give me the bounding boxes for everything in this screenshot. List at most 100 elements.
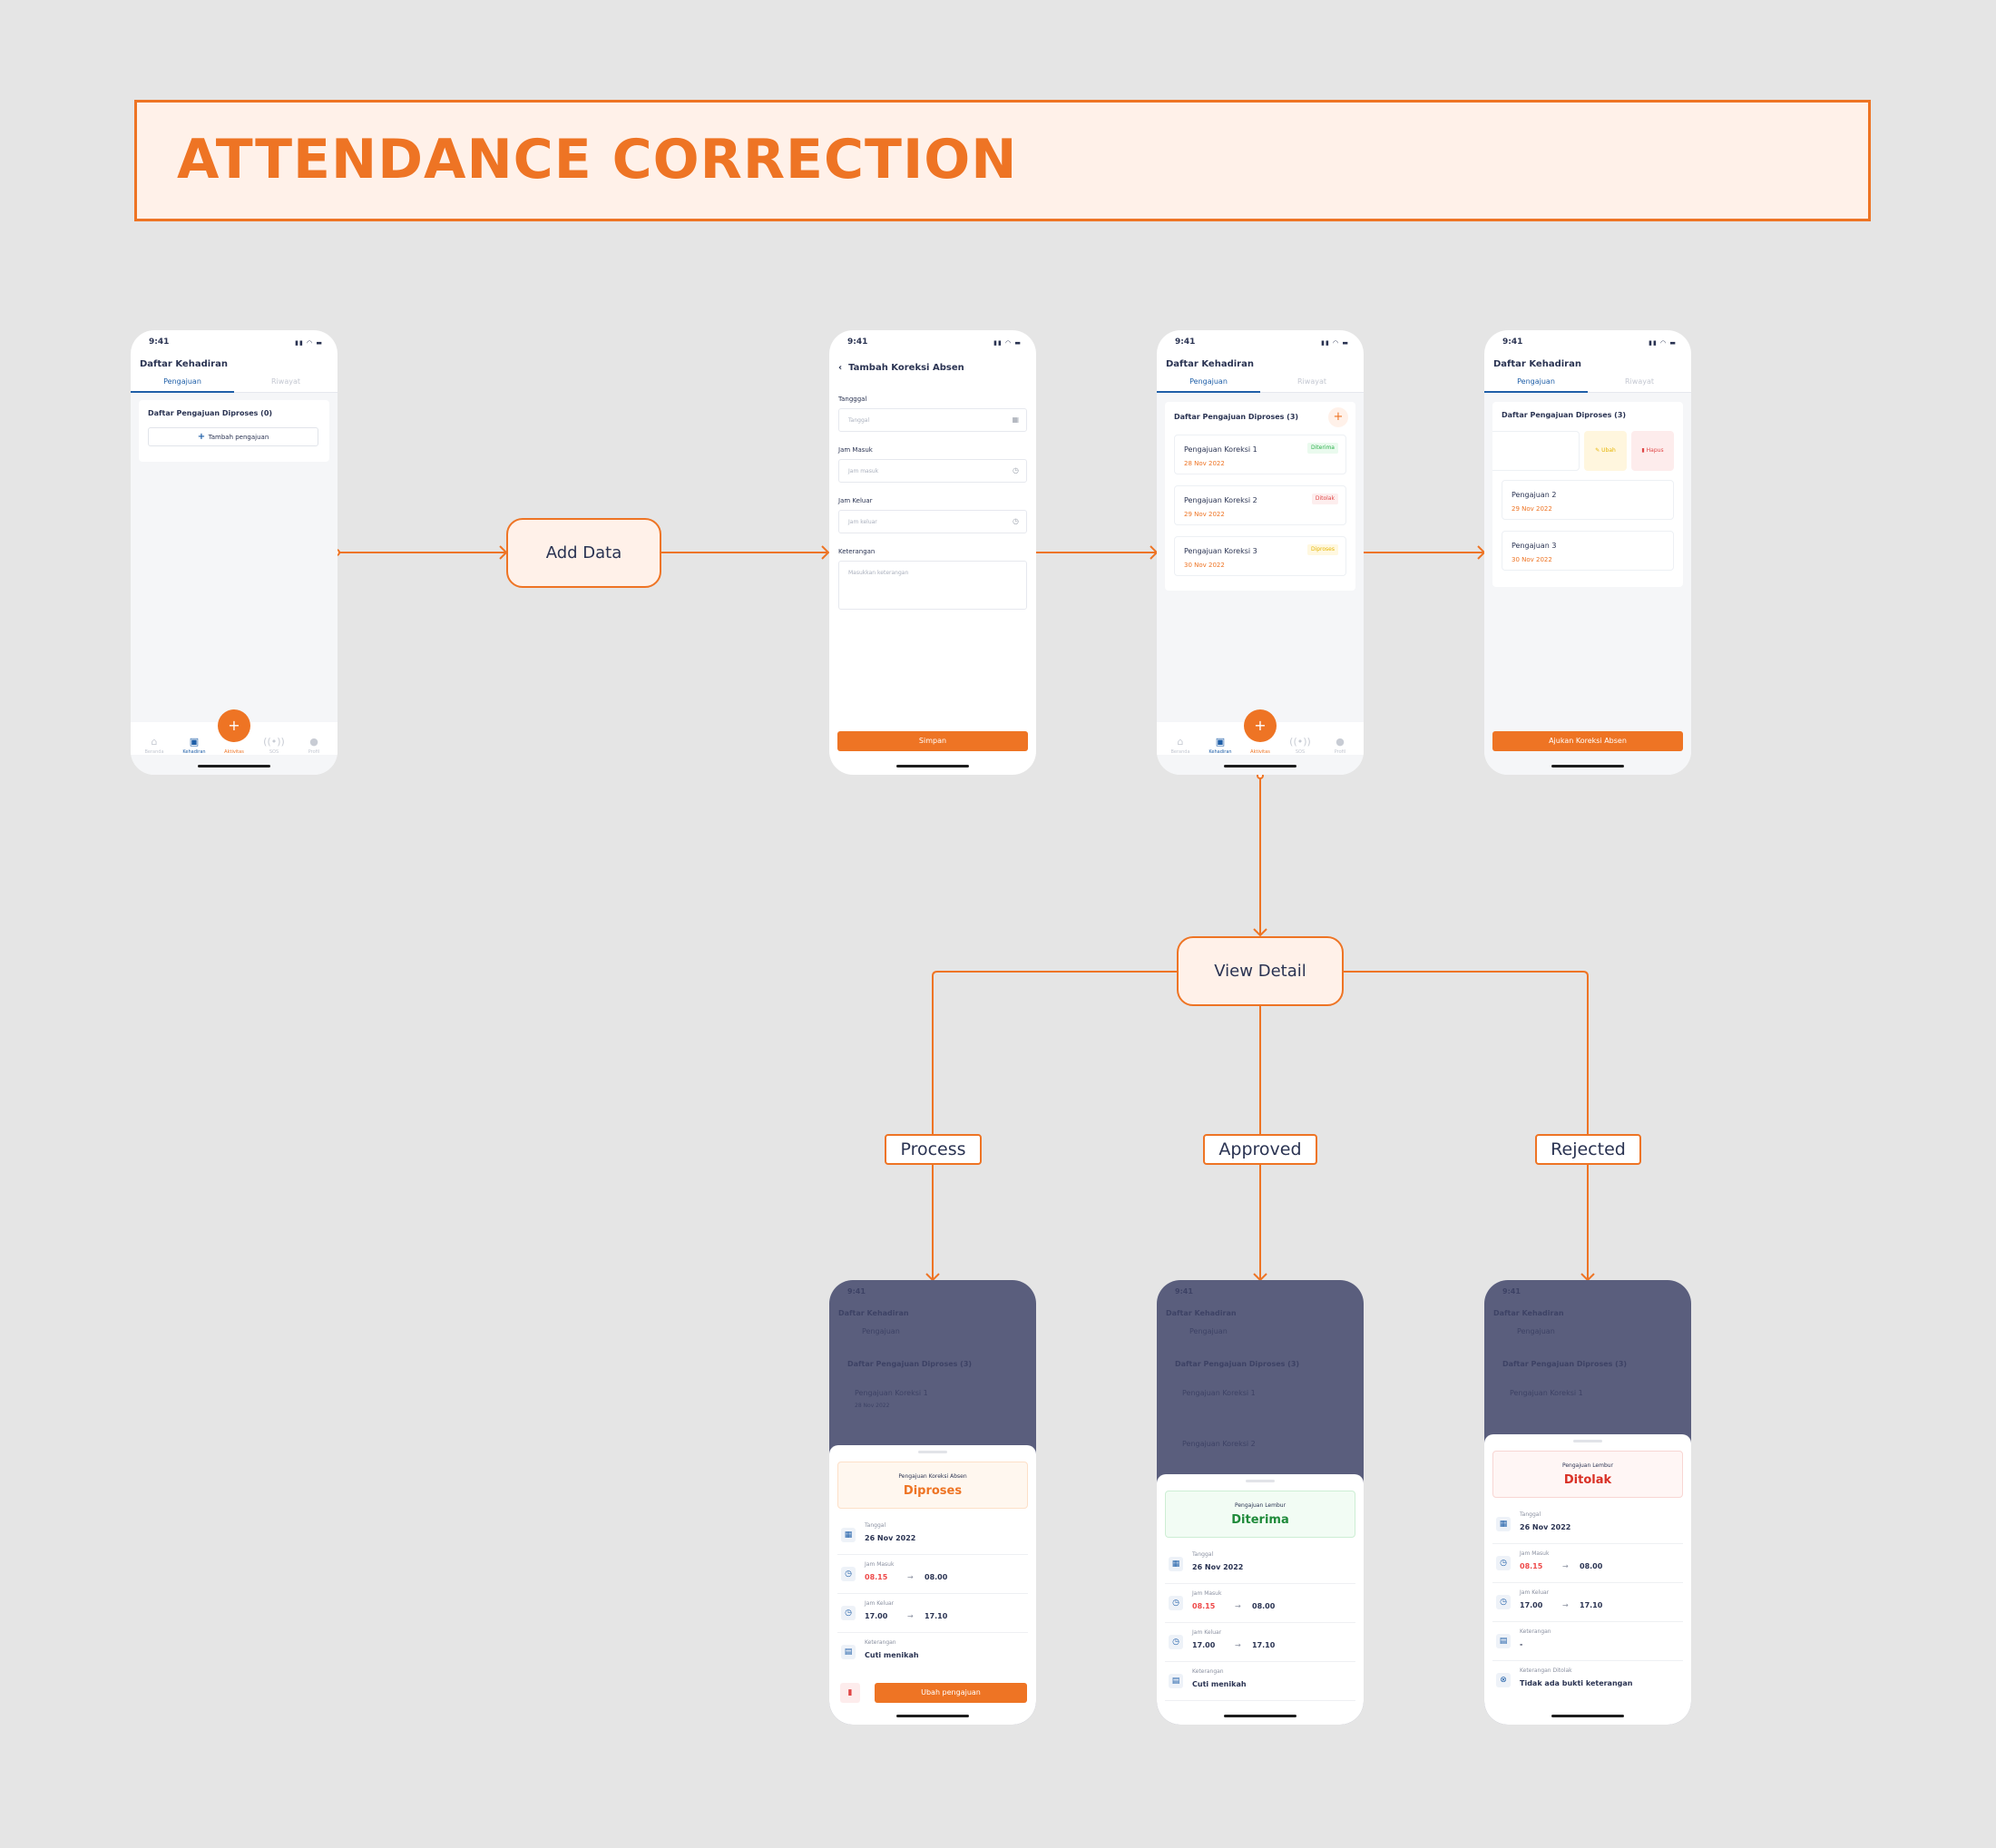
view-detail-node: View Detail xyxy=(1177,936,1344,1006)
nav-aktivitas[interactable]: Aktivitas xyxy=(224,749,244,755)
screen-title: Daftar Kehadiran xyxy=(140,359,228,369)
note-label: Keterangan xyxy=(838,548,876,555)
nav-kehadiran[interactable]: ▣Kehadiran xyxy=(176,736,212,755)
tab-riwayat[interactable]: Riwayat xyxy=(1297,377,1326,386)
note-icon: ▤ xyxy=(1169,1674,1183,1688)
title-banner: ATTENDANCE CORRECTION xyxy=(134,100,1871,221)
empty-card: Daftar Pengajuan Diproses (0) + Tambah p… xyxy=(139,400,329,462)
calendar-icon: ▦ xyxy=(841,1528,856,1542)
phone-add-form: 9:41▮▮ ◠ ▬ ‹ Tambah Koreksi Absen Tanggg… xyxy=(829,330,1036,775)
nav-sos[interactable]: ((•))SOS xyxy=(256,736,292,755)
back-icon[interactable]: ‹ xyxy=(838,363,849,373)
clock-out-input[interactable]: Jam keluar◷ xyxy=(838,510,1027,533)
add-icon[interactable]: + xyxy=(1328,407,1348,427)
clock-in-label: Jam Masuk xyxy=(838,446,873,454)
tab-pengajuan[interactable]: Pengajuan xyxy=(1157,373,1260,393)
status-time: 9:41 xyxy=(1175,337,1196,347)
status-panel: Pengajuan Lembur Diterima xyxy=(1165,1491,1355,1538)
plus-icon: + xyxy=(197,432,209,442)
date-input[interactable]: Tanggal▦ xyxy=(838,408,1027,432)
clock-in-input[interactable]: Jam masuk◷ xyxy=(838,459,1027,483)
phone-detail-process: 9:41 Daftar Kehadiran Pengajuan Daftar P… xyxy=(829,1280,1036,1725)
note-input[interactable]: Masukkan keterangan xyxy=(838,561,1027,610)
add-data-node: Add Data xyxy=(506,518,661,588)
card-title: Daftar Pengajuan Diproses (3) xyxy=(1502,411,1627,419)
nav-beranda[interactable]: ⌂Beranda xyxy=(136,736,172,755)
status-text: Diproses xyxy=(903,1484,963,1498)
sheet-handle[interactable] xyxy=(1246,1480,1275,1482)
form-header: ‹ Tambah Koreksi Absen xyxy=(838,363,964,373)
add-fab-button[interactable]: + xyxy=(1244,709,1277,742)
nav-sos[interactable]: ((•))SOS xyxy=(1282,736,1318,755)
screen-body: Daftar Pengajuan Diproses (0) + Tambah p… xyxy=(131,393,338,775)
edit-button[interactable]: ✎ Ubah xyxy=(1584,431,1627,471)
clock-icon: ◷ xyxy=(1169,1635,1183,1649)
status-bar: 9:41▮▮ ◠ ▬ xyxy=(829,330,1036,354)
sheet-handle[interactable] xyxy=(1573,1440,1602,1442)
add-fab-button[interactable]: + xyxy=(218,709,250,742)
clock-icon: ◷ xyxy=(841,1567,856,1581)
swiped-item[interactable] xyxy=(1492,431,1580,471)
phone-filled-list: 9:41 ▮▮ ◠ ▬ Daftar Kehadiran Pengajuan Ri… xyxy=(1157,330,1364,775)
card-title: Daftar Pengajuan Diproses (3) xyxy=(1174,413,1299,421)
tab-riwayat[interactable]: Riwayat xyxy=(271,377,300,386)
status-badge: Diproses xyxy=(1306,544,1338,555)
nav-kehadiran[interactable]: ▣Kehadiran xyxy=(1202,736,1238,755)
tab-riwayat[interactable]: Riwayat xyxy=(1625,377,1654,386)
submit-correction-button[interactable]: Ajukan Koreksi Absen xyxy=(1492,731,1683,751)
delete-button[interactable]: ▮ Hapus xyxy=(1631,431,1674,471)
detail-sheet: Pengajuan Koreksi Absen Diproses ▦Tangga… xyxy=(829,1445,1036,1725)
submissions-card: Daftar Pengajuan Diproses (3) + Pengajua… xyxy=(1165,402,1355,591)
sheet-handle[interactable] xyxy=(918,1451,947,1453)
status-caption: Pengajuan Lembur xyxy=(1561,1462,1614,1469)
clock-icon: ◷ xyxy=(841,1606,856,1620)
view-detail-label: View Detail xyxy=(1214,962,1306,981)
add-submission-button[interactable]: + Tambah pengajuan xyxy=(148,427,318,446)
clock-icon: ◷ xyxy=(1496,1556,1511,1570)
trash-icon[interactable]: ▮ xyxy=(840,1683,860,1703)
home-indicator xyxy=(1551,765,1624,768)
calendar-icon: ▦ xyxy=(1012,416,1019,424)
status-time: 9:41 xyxy=(149,337,170,347)
rejected-text: Rejected xyxy=(1551,1139,1626,1159)
nav-profil[interactable]: ●Profil xyxy=(296,736,332,755)
tab-pengajuan[interactable]: Pengajuan xyxy=(1484,373,1588,393)
nav-beranda[interactable]: ⌂Beranda xyxy=(1162,736,1199,755)
edit-submission-button[interactable]: Ubah pengajuan xyxy=(875,1683,1027,1703)
phone-empty-list: 9:41▮▮ ◠ ▬ Daftar Kehadiran Pengajuan Ri… xyxy=(131,330,338,775)
tab-pengajuan[interactable]: Pengajuan xyxy=(131,373,234,393)
status-text: Ditolak xyxy=(1563,1473,1612,1487)
nav-aktivitas[interactable]: Aktivitas xyxy=(1250,749,1270,755)
save-button[interactable]: Simpan xyxy=(837,731,1028,751)
clock-icon: ◷ xyxy=(1013,517,1019,525)
status-panel: Pengajuan Lembur Ditolak xyxy=(1492,1451,1683,1498)
nav-profil[interactable]: ●Profil xyxy=(1322,736,1358,755)
phone-detail-approved: 9:41 Daftar Kehadiran Pengajuan Daftar P… xyxy=(1157,1280,1364,1725)
approved-label: Approved xyxy=(1203,1134,1317,1165)
signal-wifi-battery-icon: ▮▮ ◠ ▬ xyxy=(1321,339,1349,347)
status-badge: Ditolak xyxy=(1311,494,1338,504)
date-label: Tangggal xyxy=(838,396,867,403)
screen-body: Daftar Pengajuan Diproses (3) ✎ Ubah ▮ H… xyxy=(1484,393,1691,775)
screen-title: Daftar Kehadiran xyxy=(1166,359,1254,369)
calendar-icon: ▦ xyxy=(1496,1517,1511,1531)
phone-swipe-actions: 9:41▮▮ ◠ ▬ Daftar Kehadiran Pengajuan Ri… xyxy=(1484,330,1691,775)
note-row: ▤Keterangan- xyxy=(1492,1622,1683,1661)
add-submission-label: Tambah pengajuan xyxy=(208,434,269,441)
home-icon: ⌂ xyxy=(1177,736,1184,748)
home-indicator xyxy=(1551,1715,1624,1717)
status-bar: 9:41 ▮▮ ◠ ▬ xyxy=(1157,330,1364,354)
clock-icon: ◷ xyxy=(1496,1595,1511,1609)
